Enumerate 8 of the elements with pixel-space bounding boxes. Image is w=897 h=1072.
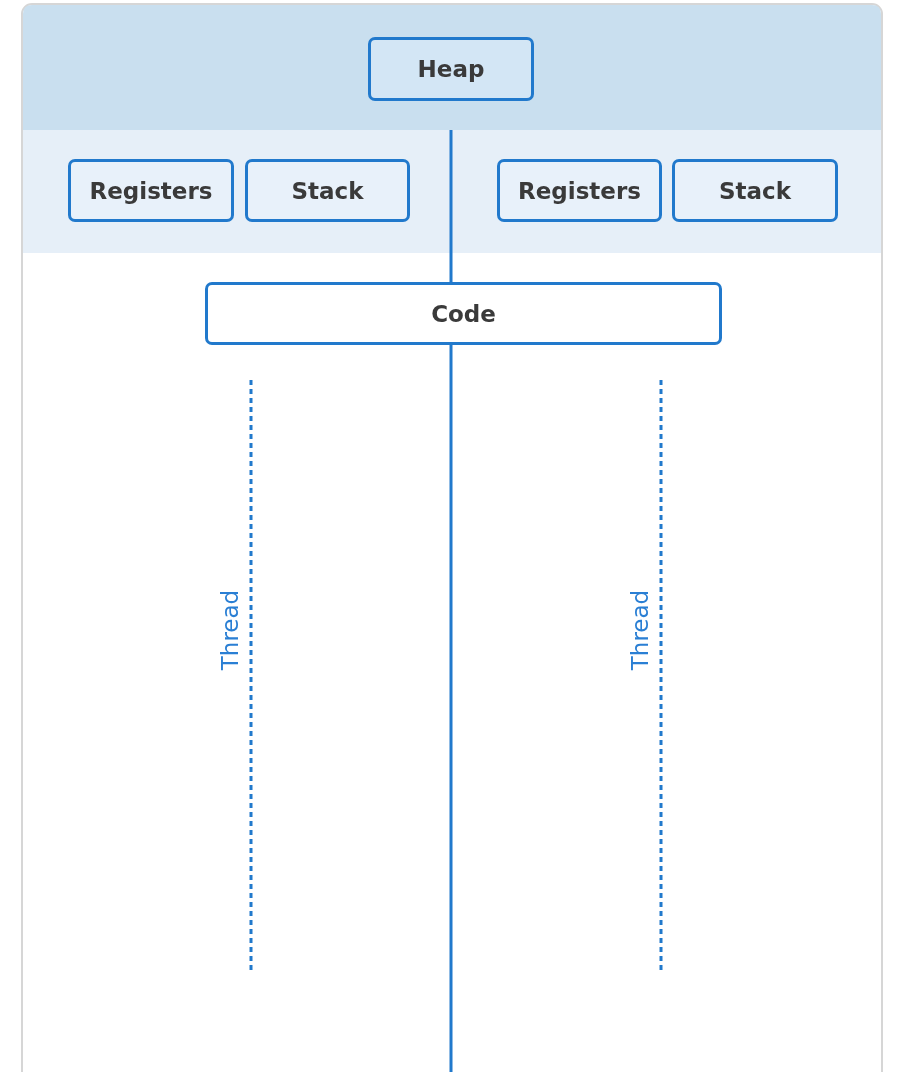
stack-box: Stack <box>245 159 410 222</box>
registers-box: Registers <box>68 159 234 222</box>
heap-box: Heap <box>368 37 534 101</box>
thread-label: Thread <box>217 589 244 671</box>
stack-box: Stack <box>672 159 838 222</box>
code-box: Code <box>205 282 722 345</box>
registers-box: Registers <box>497 159 662 222</box>
thread-label: Thread <box>627 589 654 671</box>
